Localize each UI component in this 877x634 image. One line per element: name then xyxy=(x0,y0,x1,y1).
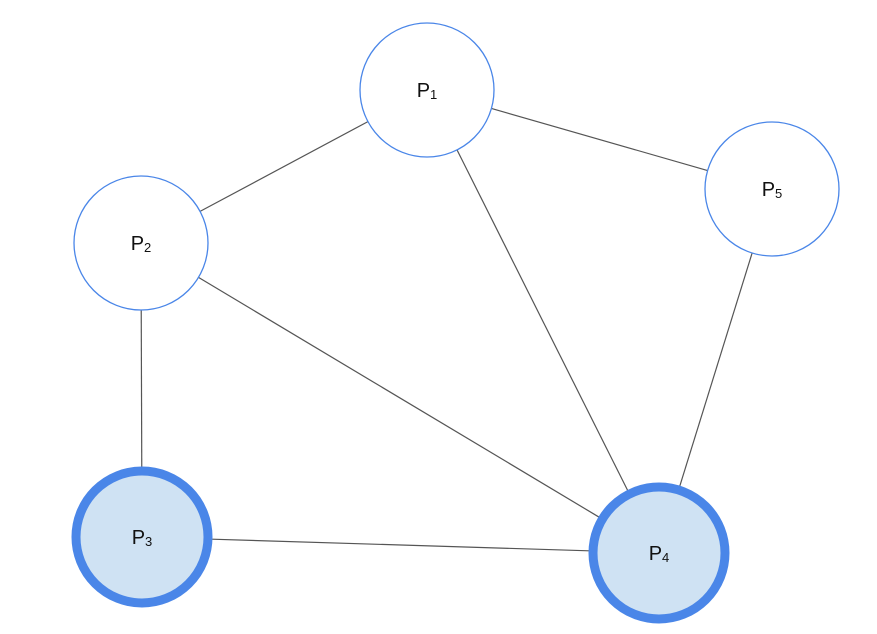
node-label-letter: P xyxy=(131,233,144,255)
edges-layer xyxy=(140,107,753,552)
node-label-p4: P4 xyxy=(649,543,670,565)
node-label-subscript: 2 xyxy=(144,240,151,255)
node-label-letter: P xyxy=(417,80,430,102)
edge-p1-p4 xyxy=(456,149,629,491)
node-label-p5: P5 xyxy=(762,179,783,201)
node-p4: P4 xyxy=(588,482,730,624)
edge-p2-p4 xyxy=(198,276,600,518)
node-label-p1: P1 xyxy=(417,80,438,102)
edge-p1-p2 xyxy=(199,121,369,212)
node-circle-p5 xyxy=(704,121,840,257)
node-label-letter: P xyxy=(132,527,145,549)
node-label-p3: P3 xyxy=(132,527,153,549)
node-label-p2: P2 xyxy=(131,233,152,255)
node-label-subscript: 1 xyxy=(430,87,437,102)
node-circle-p3 xyxy=(71,466,213,608)
node-label-letter: P xyxy=(762,179,775,201)
node-p3: P3 xyxy=(71,466,213,608)
node-label-letter: P xyxy=(649,543,662,565)
node-label-subscript: 5 xyxy=(775,186,782,201)
node-circle-p2 xyxy=(73,175,209,311)
node-label-subscript: 4 xyxy=(662,550,669,565)
edge-p1-p5 xyxy=(491,107,708,172)
node-circle-p4 xyxy=(588,482,730,624)
node-circle-p1 xyxy=(359,22,495,158)
node-label-subscript: 3 xyxy=(145,534,152,549)
edge-p5-p4 xyxy=(679,252,753,487)
edge-p3-p4 xyxy=(211,538,590,552)
edge-p2-p3 xyxy=(140,309,143,468)
node-p2: P2 xyxy=(73,175,209,311)
node-p1: P1 xyxy=(359,22,495,158)
node-p5: P5 xyxy=(704,121,840,257)
